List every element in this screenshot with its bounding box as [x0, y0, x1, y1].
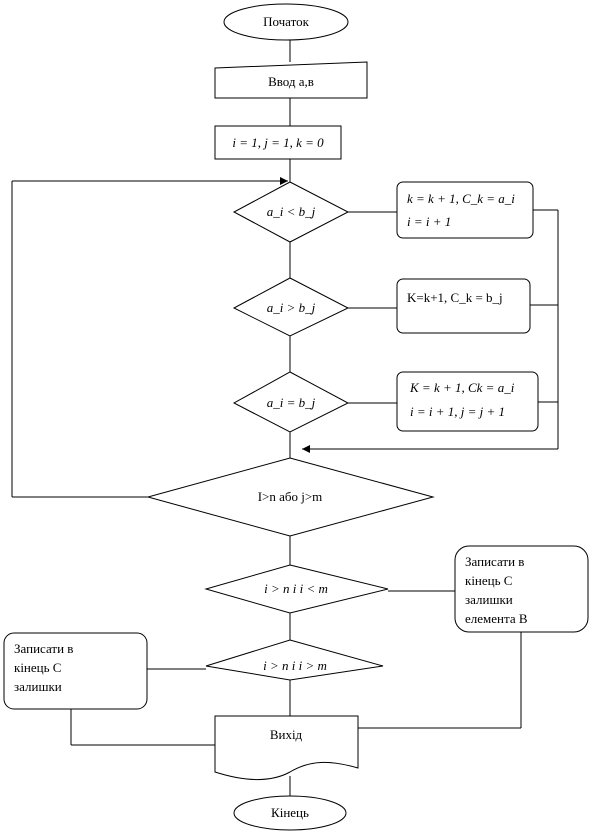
write-b-line4: елемента В: [465, 611, 528, 626]
cond2-label: a_i > b_j: [267, 300, 316, 315]
action1-line2: i = i + 1: [407, 214, 451, 229]
input-label: Ввод а,в: [268, 74, 314, 89]
action2-line1: K=k+1, C_k = b_j: [407, 290, 503, 305]
action-block-2: K=k+1, C_k = b_j: [396, 278, 531, 334]
write-a-line2: кінець С: [14, 660, 61, 675]
action-block-1: k = k + 1, C_k = a_i i = i + 1: [396, 181, 534, 239]
decision-loop-end: I>n або j>m: [146, 457, 435, 537]
output-label: Вихід: [270, 727, 303, 742]
start-label: Початок: [263, 14, 310, 29]
start-terminator: Початок: [223, 3, 349, 41]
write-b-line2: кінець С: [465, 573, 512, 588]
connectors: [11, 40, 559, 796]
cond5-label: i > n і i > m: [263, 658, 327, 673]
write-b-line1: Записати в: [465, 554, 524, 569]
init-block: i = 1, j = 1, k = 0: [214, 125, 342, 160]
action1-line1: k = k + 1, C_k = a_i: [407, 191, 515, 206]
write-a-block: Записати в кінець С залишки: [3, 632, 148, 710]
action3-line1: K = k + 1, Ck = a_i: [409, 380, 515, 395]
end-terminator: Кінець: [233, 795, 347, 831]
cond1-label: a_i < b_j: [267, 204, 316, 219]
action-block-3: K = k + 1, Ck = a_i i = i + 1, j = j + 1: [396, 371, 539, 432]
decision-a-equals-b: a_i = b_j: [232, 371, 350, 433]
write-b-block: Записати в кінець С залишки елемента В: [454, 545, 589, 633]
cond3-label: a_i = b_j: [267, 395, 316, 410]
cond4-label: i > n і i < m: [264, 581, 328, 596]
write-b-line3: залишки: [465, 592, 513, 607]
init-label: i = 1, j = 1, k = 0: [232, 135, 324, 150]
write-a-line1: Записати в: [14, 641, 73, 656]
decision-a-less-b: a_i < b_j: [232, 181, 350, 243]
action3-line2: i = i + 1, j = j + 1: [410, 404, 505, 419]
decision-cond4: i > n і i < m: [204, 564, 389, 614]
input-block: Ввод а,в: [214, 61, 368, 99]
write-a-line3: залишки: [14, 679, 62, 694]
decision-cond5: i > n і i > m: [205, 639, 384, 681]
output-document: Вихід: [214, 715, 359, 781]
decision-a-greater-b: a_i > b_j: [232, 277, 350, 337]
loop-cond-label: I>n або j>m: [258, 489, 323, 504]
end-label: Кінець: [271, 805, 309, 820]
